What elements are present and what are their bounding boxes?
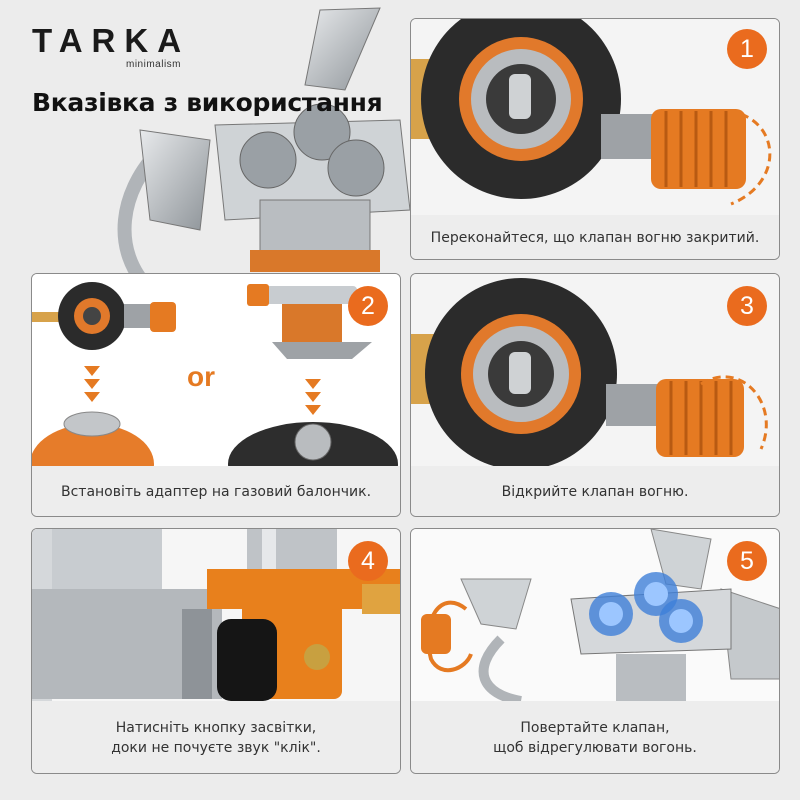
- step-4-panel: 4 Натисніть кнопку засвітки, доки не поч…: [31, 528, 401, 774]
- step-1-caption: Переконайтеся, що клапан вогню закритий.: [411, 215, 779, 259]
- step-2-badge: 2: [348, 286, 388, 326]
- step-4-badge: 4: [348, 541, 388, 581]
- step-3-panel: 3 Відкрийте клапан вогню.: [410, 273, 780, 517]
- step-1-badge: 1: [727, 29, 767, 69]
- step-5-panel: 5 Повертайте клапан, щоб відрегулювати в…: [410, 528, 780, 774]
- step-3-badge: 3: [727, 286, 767, 326]
- step-1-panel: 1 Переконайтеся, що клапан вогню закрити…: [410, 18, 780, 260]
- step-3-photo: [411, 274, 779, 466]
- brand-logo: TARKA: [32, 22, 191, 59]
- step-4-photo: [32, 529, 400, 701]
- step-2-caption: Встановіть адаптер на газовий балончик.: [32, 466, 400, 516]
- step-2-panel: or 2 Встановіть адаптер на газовий балон…: [31, 273, 401, 517]
- step-4-caption-line-1: Натисніть кнопку засвітки,: [115, 720, 317, 736]
- step-2-photo: or: [32, 274, 400, 466]
- step-4-caption: Натисніть кнопку засвітки, доки не почує…: [32, 701, 400, 773]
- step-2-or-label: or: [187, 361, 215, 392]
- step-1-photo: [411, 19, 779, 215]
- step-3-caption: Відкрийте клапан вогню.: [411, 466, 779, 516]
- step-4-caption-line-2: доки не почуєте звук "клік".: [111, 740, 321, 756]
- step-5-badge: 5: [727, 541, 767, 581]
- step-5-caption-line-1: Повертайте клапан,: [520, 720, 670, 736]
- page-title: Вказівка з використання: [32, 88, 383, 117]
- step-5-caption: Повертайте клапан, щоб відрегулювати вог…: [411, 701, 779, 773]
- step-5-photo: [411, 529, 779, 701]
- brand-tagline: minimalism: [126, 59, 181, 70]
- step-5-caption-line-2: щоб відрегулювати вогонь.: [493, 740, 697, 756]
- stove-background-illustration: [0, 0, 420, 295]
